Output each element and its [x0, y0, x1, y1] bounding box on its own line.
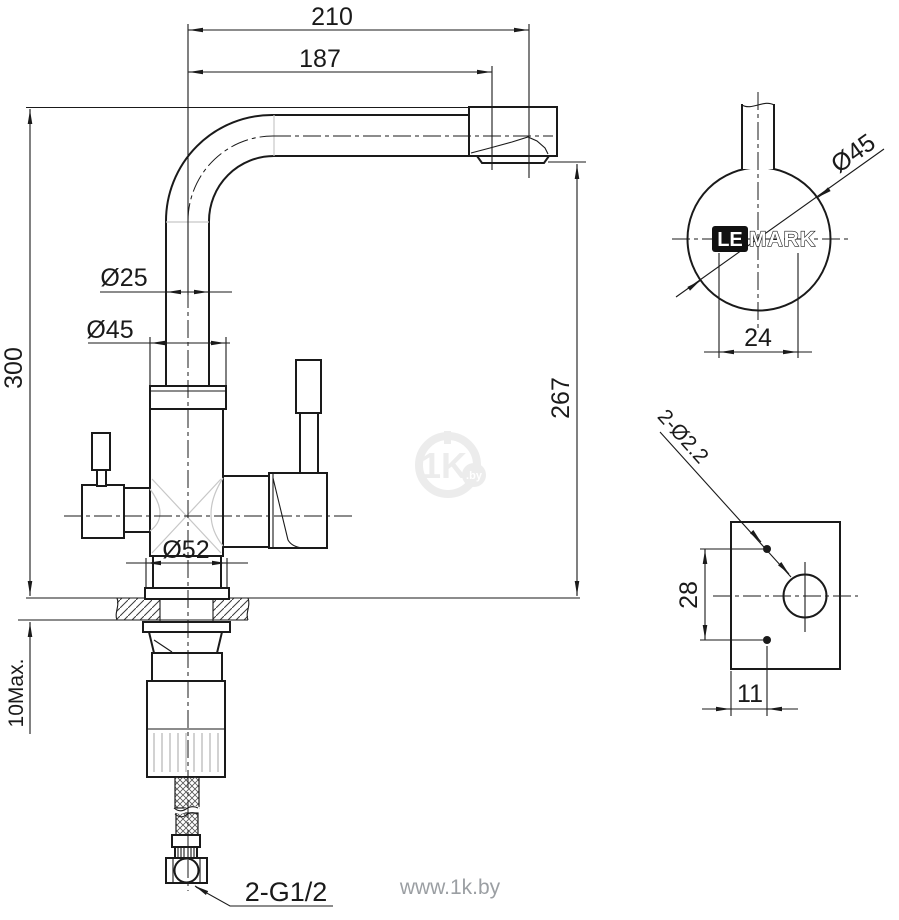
bracket-hole — [782, 573, 828, 619]
watermark-notch-icon — [444, 431, 451, 444]
dim-logo-plate-width: 24 — [704, 253, 812, 358]
aerator-outlet — [475, 155, 551, 164]
dim-base-diameter: Ø52 — [126, 536, 248, 587]
dim-max-deck-thickness: 10Max. — [5, 622, 33, 734]
body-column — [149, 408, 224, 557]
screw-hole-bottom — [763, 636, 771, 644]
countertop-section — [18, 597, 580, 622]
flexible-hose — [165, 776, 208, 884]
base-neck — [152, 555, 222, 589]
screw-hole-top — [763, 545, 771, 553]
dim-spout-clearance-height: 267 — [547, 161, 586, 596]
body-construction-lines — [149, 477, 224, 554]
mounting-nut — [147, 631, 224, 654]
hose-ball-joint — [173, 857, 200, 884]
right-lever-handle — [295, 359, 322, 414]
left-lever-stem — [96, 469, 107, 487]
dim-2d22-label: 2-Ø2.2 — [653, 405, 713, 468]
dim-25-label: Ø25 — [100, 264, 147, 292]
watermark-1k-text: 1K — [421, 445, 467, 486]
spout-head — [468, 106, 558, 157]
dim-28-label: 28 — [675, 581, 703, 609]
dim-267-label: 267 — [547, 377, 575, 419]
logo-mark-text: MARK — [749, 228, 816, 251]
mounting-hardware — [142, 621, 231, 778]
mounting-spacer — [151, 652, 223, 682]
dim-spout-tube-diameter: Ø25 — [100, 264, 232, 295]
dim-52-label: Ø52 — [162, 536, 209, 564]
watermark-by-bubble-icon — [462, 463, 486, 487]
right-lever-stem — [299, 411, 319, 474]
dim-spout-reach-aerator: 187 — [188, 45, 493, 170]
logo-le-box — [712, 226, 748, 252]
dim-overall-height: 300 — [0, 109, 33, 596]
left-lever-handle — [91, 432, 111, 471]
tightening-nut-ribs — [153, 733, 219, 772]
left-arm-tube — [123, 487, 151, 533]
center-watermark: 1K .by — [415, 431, 486, 498]
dim-holes-spacing: 28 — [675, 548, 763, 641]
site-watermark: www.1k.by — [399, 876, 501, 899]
dim-g12-label: 2-G1/2 — [245, 877, 328, 907]
mounting-detail-view: 2-Ø2.2 28 11 — [653, 405, 858, 716]
spout — [165, 106, 558, 386]
right-valve-block — [268, 472, 328, 549]
front-centerlines — [64, 135, 553, 891]
front-view: 210 187 Ø25 Ø45 — [0, 3, 586, 907]
mounting-washer — [142, 621, 231, 633]
dim-10max-label: 10Max. — [5, 659, 28, 728]
hose-collar — [171, 834, 201, 848]
hose-end-nut — [165, 857, 208, 884]
watermark-by-text: .by — [466, 470, 483, 482]
dim-spout-reach-overall: 210 — [187, 3, 530, 295]
dim-210-label: 210 — [311, 3, 353, 31]
dim-187-label: 187 — [299, 45, 341, 73]
dim-24-label: 24 — [744, 324, 772, 352]
dim-45-front-label: Ø45 — [86, 316, 133, 344]
dim-11-label: 11 — [737, 680, 763, 708]
lemark-logo: LE MARK — [712, 226, 816, 252]
dim-300-label: 300 — [0, 347, 28, 389]
dim-hole-offset: 11 — [702, 646, 798, 716]
base-flange — [144, 587, 230, 600]
left-valve-block — [81, 484, 125, 539]
right-arm-tube — [222, 475, 270, 548]
dim-hose-thread: 2-G1/2 — [194, 877, 333, 907]
dim-upper-flange-diameter: Ø45 — [86, 316, 230, 385]
top-view: Ø45 LE MARK 24 — [672, 92, 885, 358]
logo-le-text: LE — [717, 229, 743, 251]
